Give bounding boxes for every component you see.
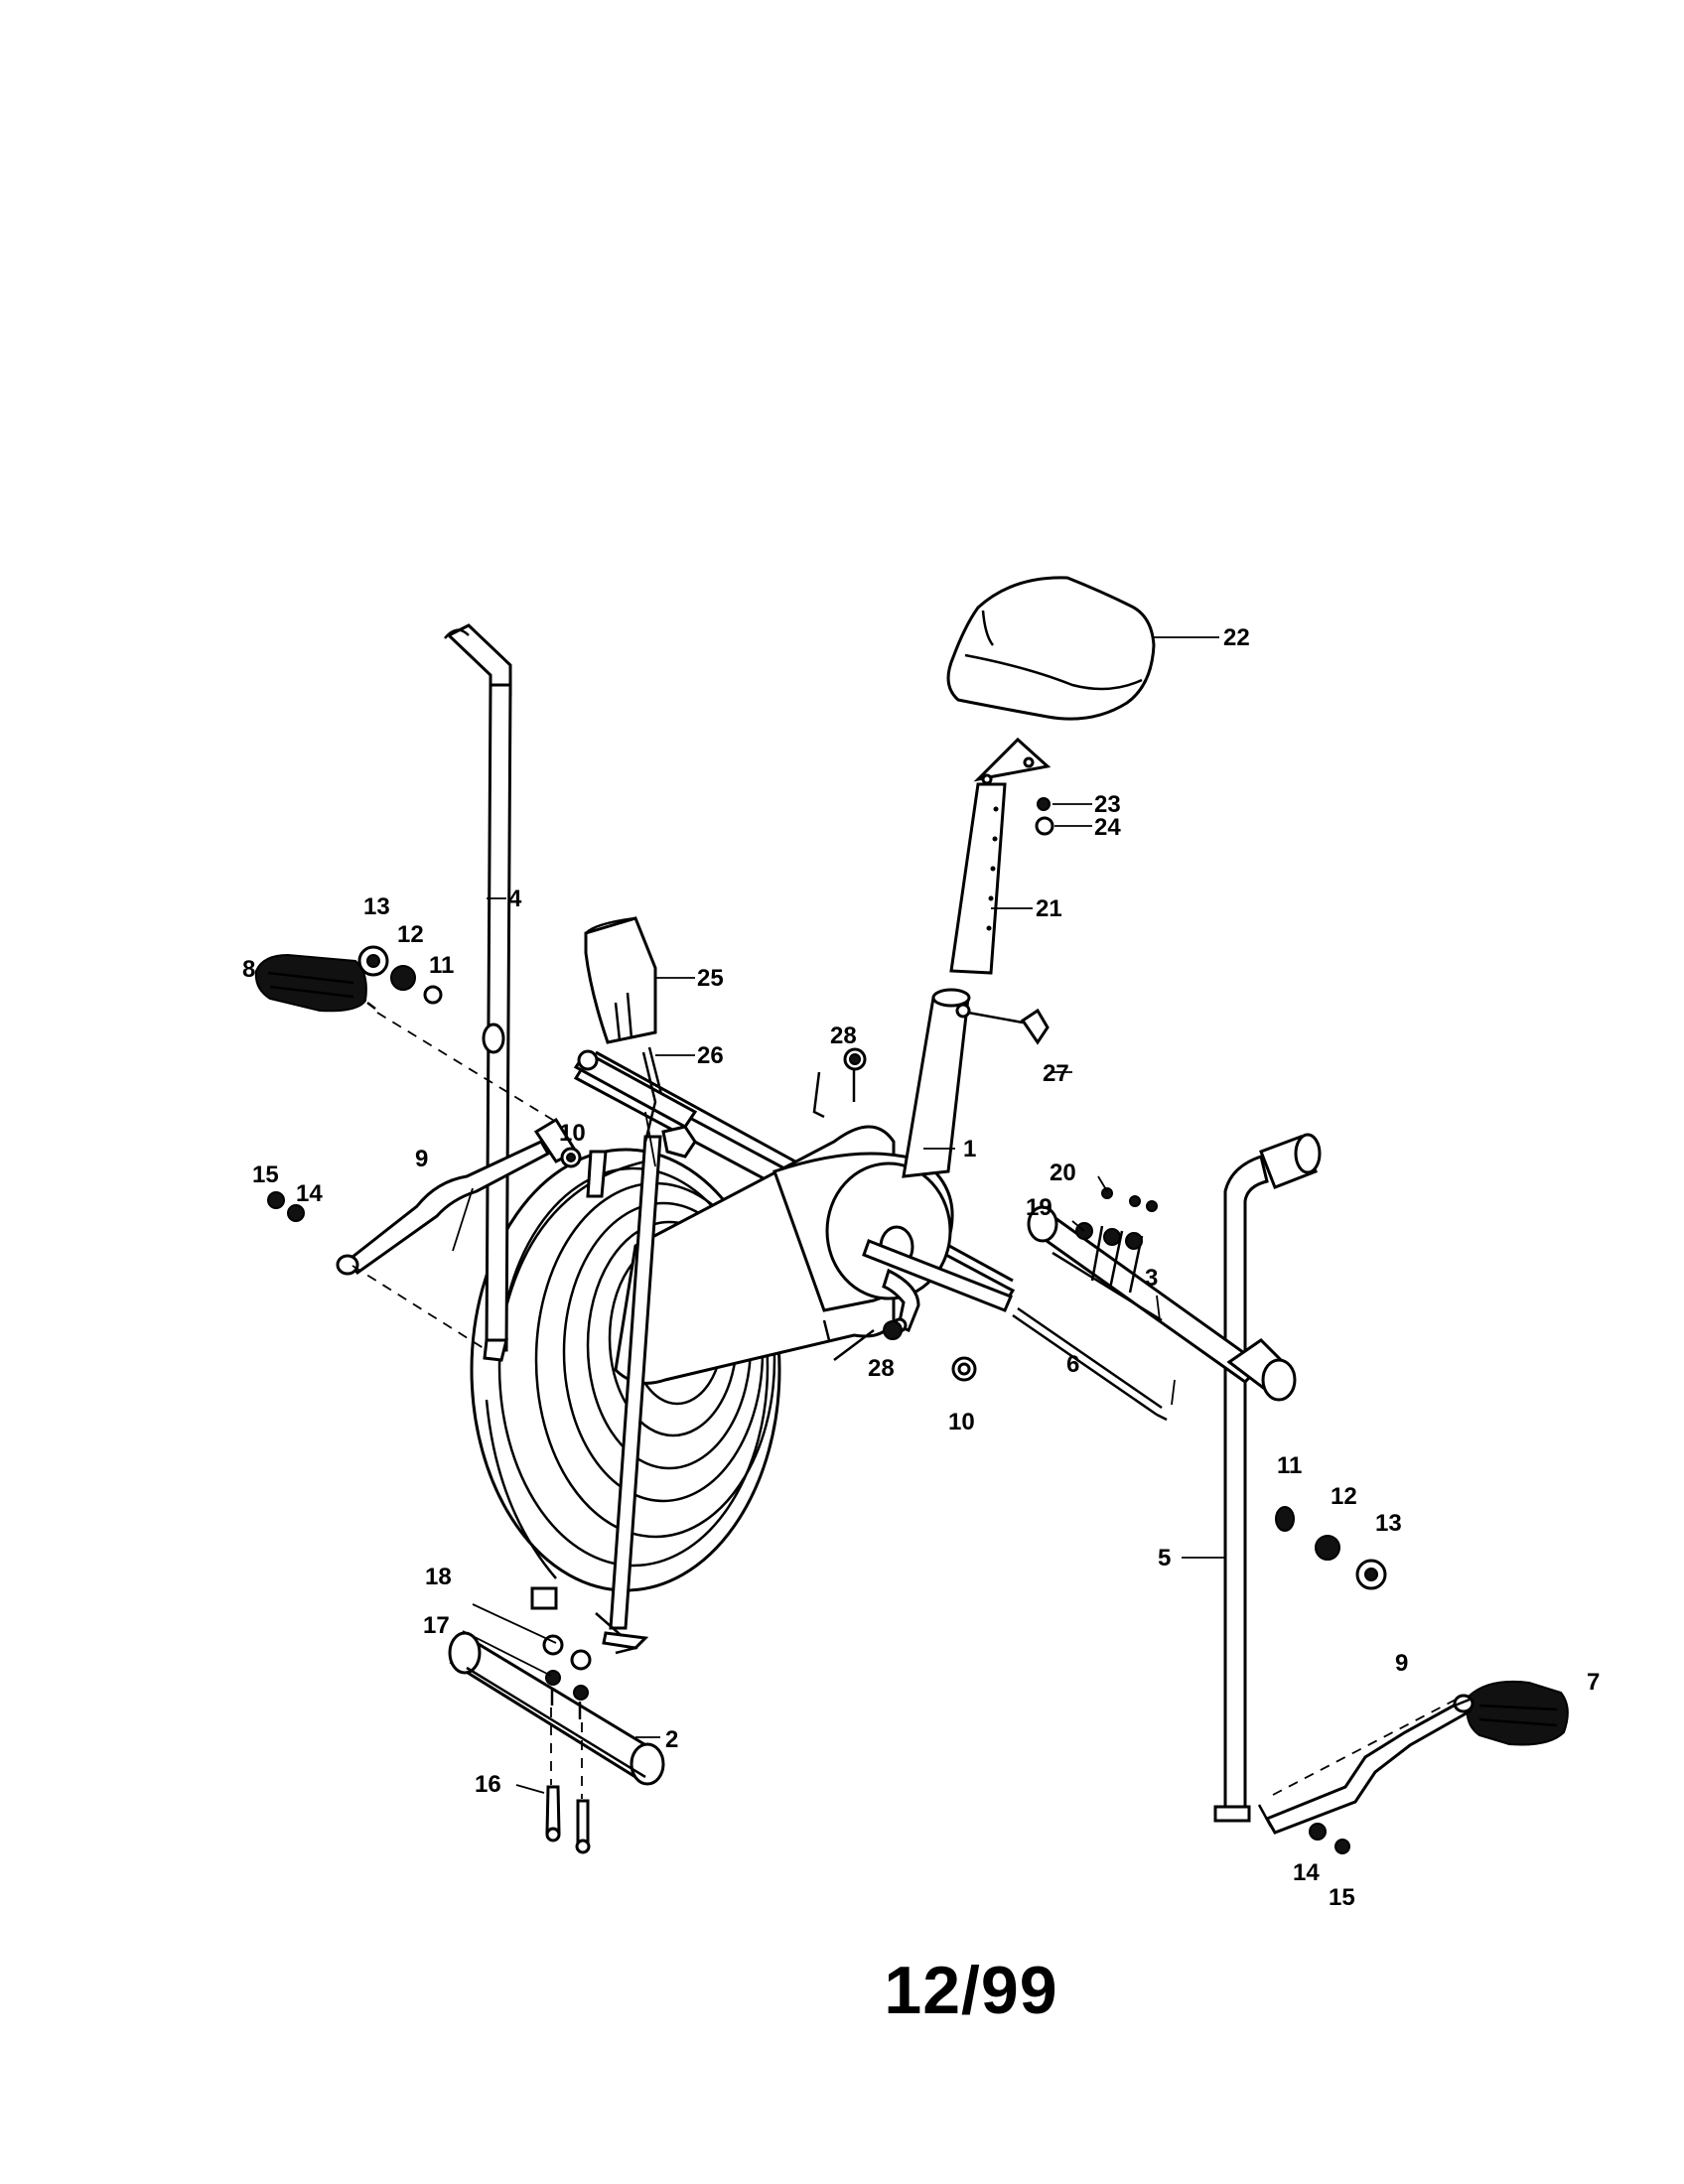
callout-13-left: 13 — [363, 893, 390, 920]
callout-12-right: 12 — [1331, 1483, 1357, 1510]
right-handlebar — [1213, 1133, 1322, 1823]
callout-11-left: 11 — [429, 952, 454, 979]
callout-2: 2 — [665, 1726, 678, 1753]
seat-post — [949, 737, 1052, 975]
callout-27: 27 — [1043, 1060, 1069, 1087]
callout-19: 19 — [1026, 1194, 1052, 1221]
date-code: 12/99 — [884, 1953, 1058, 2028]
callout-21: 21 — [1036, 895, 1062, 922]
console — [584, 916, 657, 1044]
callout-22: 22 — [1223, 624, 1250, 651]
callout-14-right: 14 — [1293, 1859, 1320, 1886]
front-stabilizer — [448, 1631, 665, 1786]
callout-15-left: 15 — [252, 1161, 279, 1188]
callout-17: 17 — [423, 1612, 450, 1639]
callout-9-left: 9 — [415, 1146, 428, 1172]
callout-15-right: 15 — [1329, 1884, 1355, 1911]
callout-9-right: 9 — [1395, 1650, 1408, 1677]
front-fork — [530, 1125, 697, 1655]
callout-25: 25 — [697, 965, 724, 992]
callout-4: 4 — [508, 886, 522, 912]
callout-14-left: 14 — [296, 1180, 323, 1207]
callout-28-top: 28 — [830, 1023, 857, 1049]
callout-1: 1 — [963, 1136, 976, 1162]
seat — [946, 576, 1156, 721]
callout-23: 23 — [1094, 791, 1121, 818]
callout-24: 24 — [1094, 814, 1121, 841]
callout-20: 20 — [1050, 1160, 1076, 1186]
callout-8: 8 — [242, 956, 255, 983]
callout-16: 16 — [475, 1771, 501, 1798]
callout-28-bottom: 28 — [868, 1355, 895, 1382]
callout-10-left: 10 — [559, 1120, 586, 1147]
axle — [1012, 1306, 1168, 1422]
callout-5: 5 — [1158, 1545, 1171, 1571]
callout-26: 26 — [697, 1042, 724, 1069]
callout-11-right: 11 — [1277, 1452, 1302, 1479]
callout-6: 6 — [1066, 1351, 1079, 1378]
callout-13-right: 13 — [1375, 1510, 1402, 1537]
callout-18: 18 — [425, 1564, 452, 1590]
callout-7: 7 — [1587, 1669, 1600, 1696]
callout-12-left: 12 — [397, 921, 424, 948]
callout-10-right: 10 — [948, 1409, 975, 1435]
leader-lines — [452, 636, 1225, 1794]
left-pedal-assembly — [254, 953, 579, 1351]
right-pedal-assembly — [1257, 1680, 1569, 1835]
sensor-cable — [641, 1046, 663, 1167]
callout-labels: 1 2 3 4 5 6 7 8 9 9 10 10 11 11 12 12 13… — [242, 624, 1600, 1911]
hardware — [267, 797, 1387, 1854]
callout-3: 3 — [1145, 1265, 1158, 1292]
left-handlebar — [444, 623, 512, 1362]
main-frame — [573, 988, 1016, 1385]
